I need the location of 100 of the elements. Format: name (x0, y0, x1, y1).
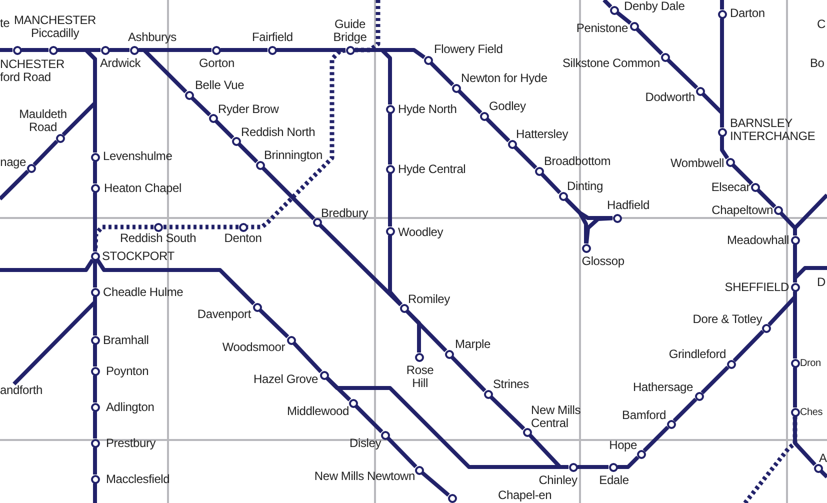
station-marker (612, 214, 622, 222)
station-marker (608, 462, 618, 472)
station-marker (508, 140, 516, 148)
station-marker (558, 192, 568, 200)
station-marker (212, 46, 220, 54)
station-name: C (817, 18, 826, 31)
station-marker (522, 428, 532, 436)
rail-line (430, 62, 454, 86)
station-name: Chinley (538, 474, 578, 487)
station-name: Godley (489, 100, 526, 113)
rail-line (618, 456, 640, 469)
rail-line (720, 0, 724, 10)
station-name: Heaton Chapel (104, 182, 182, 195)
station-marker (696, 86, 704, 96)
rail-line (0, 258, 94, 272)
station-marker (448, 494, 456, 502)
station-marker (286, 336, 296, 344)
station-marker (718, 128, 726, 136)
station-name: BARNSLEY INTERCHANGE (730, 117, 816, 143)
station-marker (380, 430, 390, 440)
dotted-rail-line (162, 224, 238, 230)
station-marker (256, 160, 264, 170)
station-marker (718, 10, 726, 18)
rail-line (636, 28, 664, 56)
station-name: Rose Hill (406, 364, 434, 390)
station-marker (184, 90, 194, 100)
station-marker (484, 390, 492, 398)
station-marker (814, 464, 822, 472)
rail-line (602, 0, 612, 8)
rail-line (190, 96, 212, 116)
station-name: Flowery Field (434, 43, 503, 56)
station-marker (238, 222, 248, 232)
station-marker (90, 402, 100, 412)
station-marker (444, 350, 454, 358)
station-marker (90, 252, 100, 260)
rail-line (540, 172, 562, 194)
station-marker (790, 408, 800, 416)
station-marker (726, 360, 736, 368)
rail-line (292, 342, 322, 374)
station-name: Woodley (398, 226, 444, 239)
station-marker (48, 46, 58, 54)
station-marker (582, 244, 590, 252)
station-name: Dron (800, 357, 821, 370)
station-marker (208, 114, 218, 122)
station-marker (130, 46, 138, 54)
station-name: STOCKPORT (102, 250, 174, 263)
rail-line (666, 58, 698, 90)
station-name: Prestbury (106, 437, 156, 450)
station-name: Fairfield (252, 31, 293, 44)
station-name: Poynton (106, 365, 149, 378)
station-name: Romiley (408, 293, 450, 306)
station-marker (90, 336, 100, 344)
station-name: Bramhall (103, 334, 149, 347)
station-name: Adlington (106, 401, 154, 414)
station-name: Reddish North (241, 126, 316, 139)
rail-line (0, 48, 12, 52)
station-name: A (819, 452, 827, 465)
station-name: Hyde North (398, 103, 457, 116)
station-name: Davenport (197, 308, 251, 321)
station-marker (636, 450, 646, 458)
station-name: Broadbottom (544, 155, 611, 168)
station-name: Ches (800, 406, 823, 419)
station-name: Mauldeth Road (19, 108, 67, 134)
station-name: Silkstone Common (562, 57, 660, 70)
station-name: Levenshulme (103, 150, 172, 163)
station-marker (762, 324, 770, 332)
rail-line (93, 344, 97, 366)
station-name: Bredbury (321, 207, 368, 220)
station-marker (100, 46, 110, 54)
station-name: Brinnington (264, 149, 323, 162)
station-marker (90, 366, 100, 376)
rail-line (354, 404, 384, 434)
station-name: Cheadle Hulme (103, 286, 184, 299)
station-name: Dore & Totley (692, 313, 762, 326)
station-name: New Mills Newtown (314, 470, 415, 483)
station-name: Edale (599, 474, 629, 487)
station-marker (386, 104, 394, 114)
rail-line (93, 484, 97, 503)
rail-line (732, 164, 754, 186)
station-name: Reddish South (120, 232, 196, 245)
station-name: Macclesfield (106, 473, 170, 486)
rail-line (490, 396, 526, 430)
rail-line (22, 48, 48, 52)
station-name: NCHESTER ford Road (0, 58, 64, 84)
station-marker (320, 370, 328, 380)
station-marker (26, 164, 36, 172)
rail-line (318, 224, 402, 306)
rail-line (262, 166, 316, 220)
station-marker (534, 166, 544, 176)
rail-line (793, 292, 797, 358)
station-name: Glossop (582, 255, 624, 268)
rail-line (110, 48, 130, 52)
station-marker (424, 56, 432, 64)
rail-line (486, 118, 510, 142)
station-name: Marple (455, 338, 490, 351)
station-name: SHEFFIELD (724, 281, 789, 294)
rail-line (732, 330, 764, 362)
station-marker (666, 420, 676, 428)
station-marker (452, 84, 460, 92)
station-name: Ryder Brow (218, 103, 279, 116)
